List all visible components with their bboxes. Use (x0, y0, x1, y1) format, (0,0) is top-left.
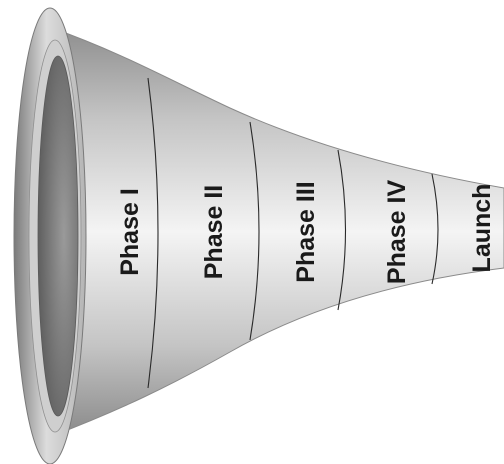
funnel-mouth (38, 56, 78, 416)
stage-label-launch: Launch (468, 184, 496, 273)
stage-label-phase-4: Phase IV (383, 180, 411, 285)
stage-label-phase-3: Phase III (292, 181, 320, 282)
stage-label-phase-1: Phase I (116, 188, 144, 276)
stage-label-phase-2: Phase II (200, 185, 228, 280)
